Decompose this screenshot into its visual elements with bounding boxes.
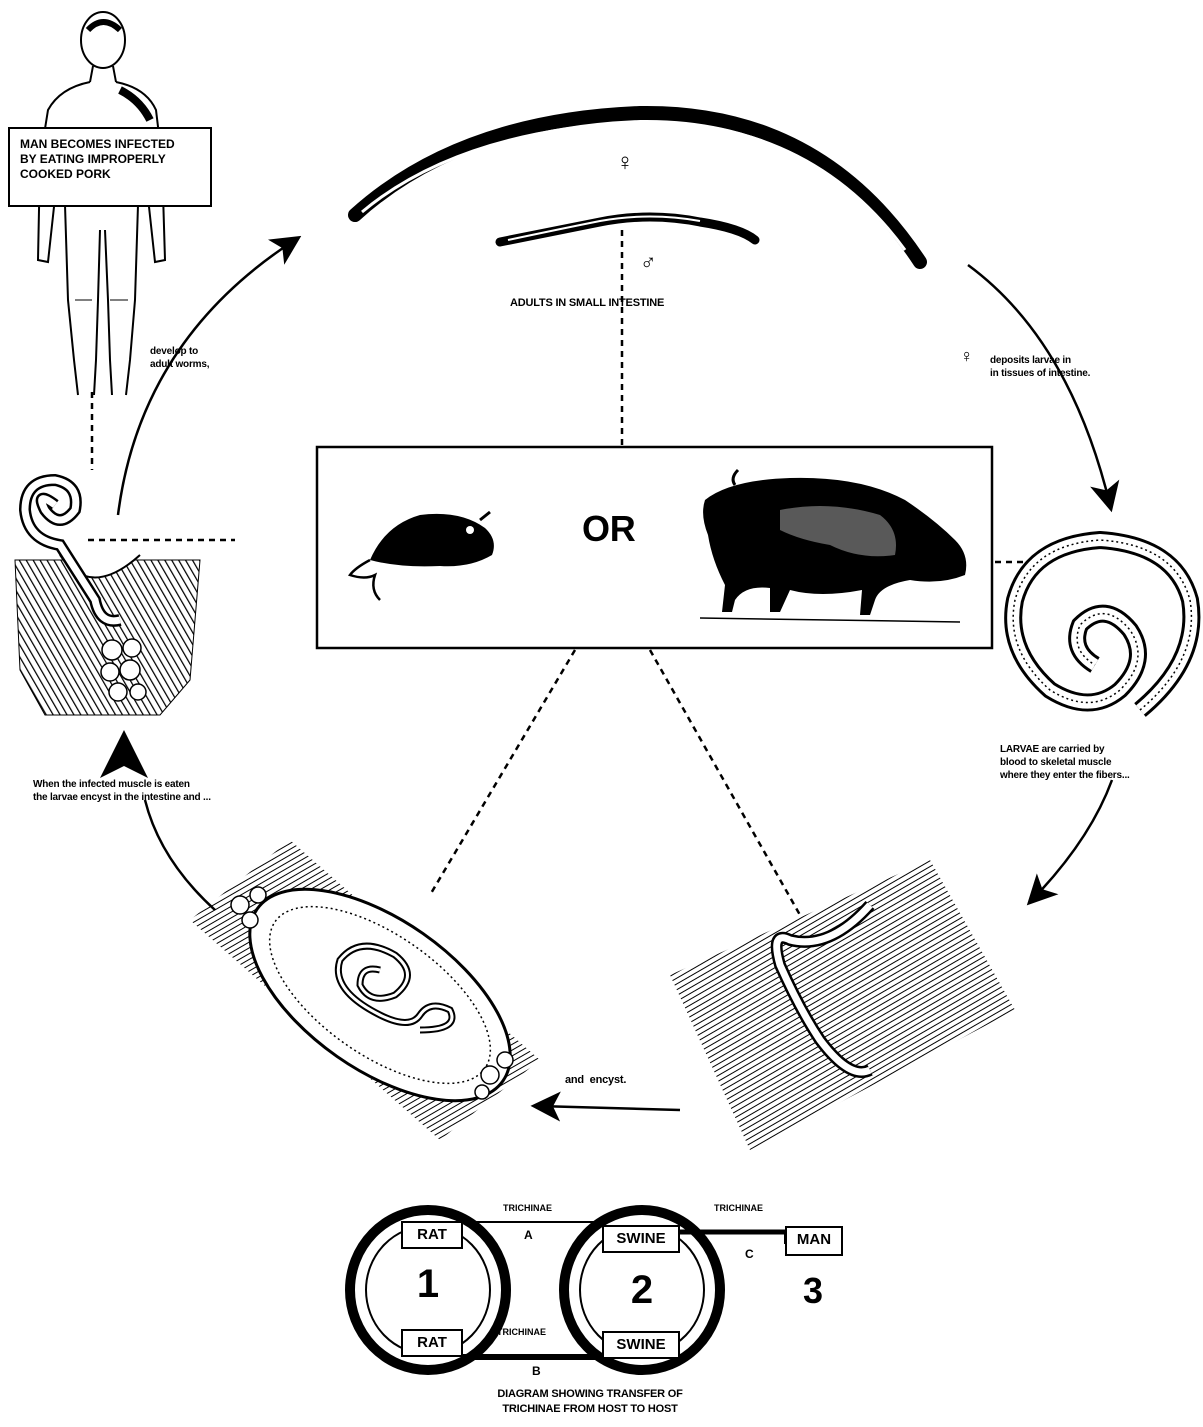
rat-bottom-box: RAT	[401, 1329, 463, 1357]
encyst-label: and encyst.	[565, 1073, 626, 1087]
trichinae-b-label: TRICHINAE	[497, 1327, 546, 1337]
encysted-larva	[190, 840, 546, 1142]
swine-bottom-box: SWINE	[602, 1331, 680, 1359]
trichinae-c-label: TRICHINAE	[714, 1203, 763, 1213]
male-worm	[500, 217, 755, 243]
develop-label: develop to adult worms,	[150, 345, 209, 371]
host-number-1: 1	[410, 1262, 446, 1307]
female-symbol: ♀	[616, 150, 634, 176]
host-number-3: 3	[795, 1270, 831, 1312]
male-symbol: ♂	[640, 250, 656, 274]
transfer-caption: DIAGRAM SHOWING TRANSFER OF TRICHINAE FR…	[440, 1387, 740, 1417]
female-worm	[355, 113, 920, 262]
host-number-2: 2	[624, 1268, 660, 1313]
eaten-label: When the infected muscle is eaten the la…	[33, 778, 211, 804]
female-symbol-small: ♀	[960, 346, 973, 366]
rat-top-box: RAT	[401, 1221, 463, 1249]
man-box: MAN	[785, 1226, 843, 1256]
adults-label: ADULTS IN SMALL INTESTINE	[510, 296, 664, 310]
letter-c: C	[745, 1247, 754, 1261]
deposits-label: deposits larvae in in tissues of intesti…	[990, 354, 1090, 380]
or-label: OR	[582, 522, 636, 536]
trichinae-a-label: TRICHINAE	[503, 1203, 552, 1213]
coiled-larva	[1013, 540, 1191, 710]
letter-b: B	[532, 1364, 541, 1378]
man-infection-label: MAN BECOMES INFECTED BY EATING IMPROPERL…	[8, 127, 212, 207]
swine-top-box: SWINE	[602, 1225, 680, 1253]
letter-a: A	[524, 1228, 533, 1242]
muscle-fibers	[670, 860, 1015, 1150]
intestine-tissue	[15, 480, 200, 715]
larvae-label: LARVAE are carried by blood to skeletal …	[1000, 743, 1130, 782]
